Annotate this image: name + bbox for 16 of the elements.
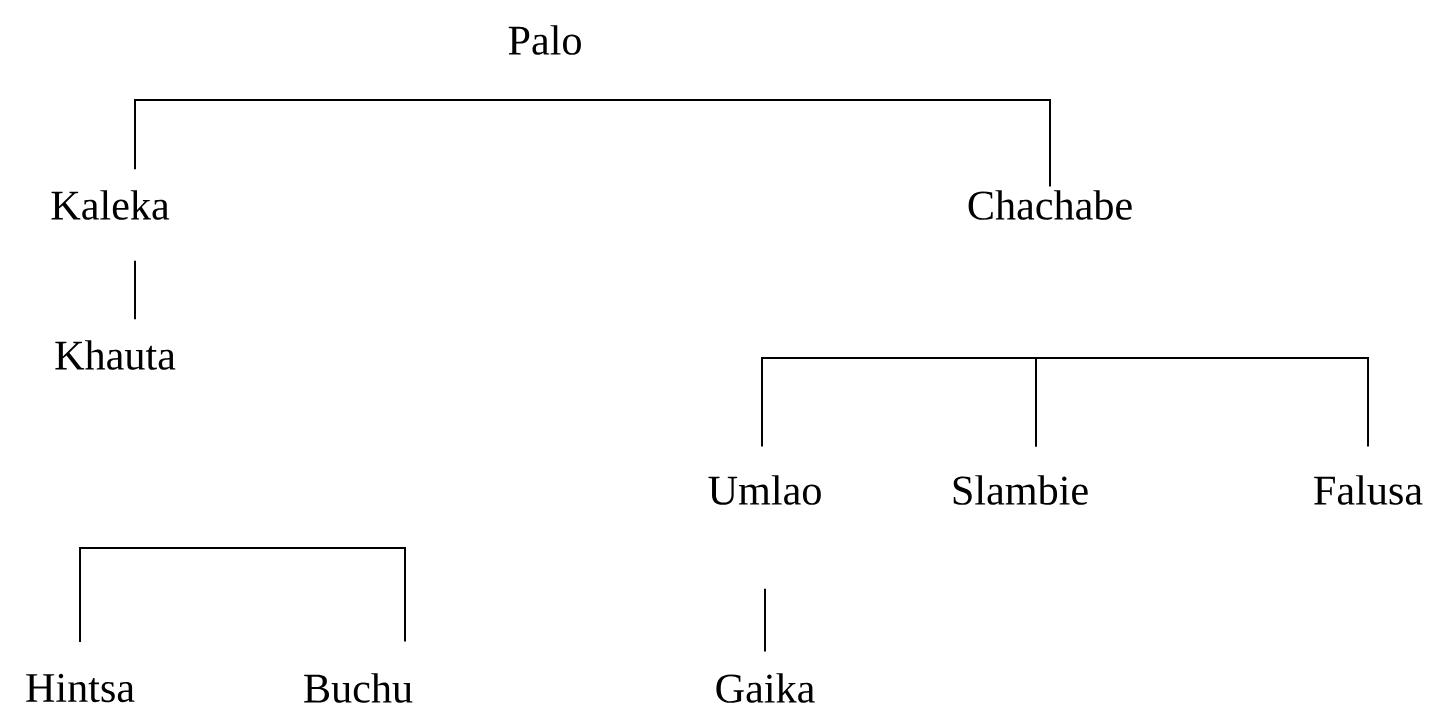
- tree-connector: [79, 547, 406, 644]
- tree-connector: [134, 259, 136, 321]
- name-label: Palo: [508, 25, 581, 55]
- name-label: Slambie: [953, 475, 1088, 505]
- name-label: Umlao: [708, 475, 821, 505]
- name-label: Hintsa: [26, 673, 135, 703]
- name-label: Chachabe: [968, 190, 1132, 220]
- tree-connector: [761, 357, 1037, 448]
- name-label: Buchu: [304, 673, 413, 703]
- tree-connector: [1035, 357, 1369, 448]
- name-label: Kaleka: [51, 190, 170, 220]
- name-label: Gaika: [716, 673, 815, 703]
- name-label: Khauta: [55, 340, 176, 370]
- name-label: Falusa: [1314, 475, 1423, 505]
- tree-connector: [764, 587, 766, 653]
- tree-connector: [134, 99, 1051, 188]
